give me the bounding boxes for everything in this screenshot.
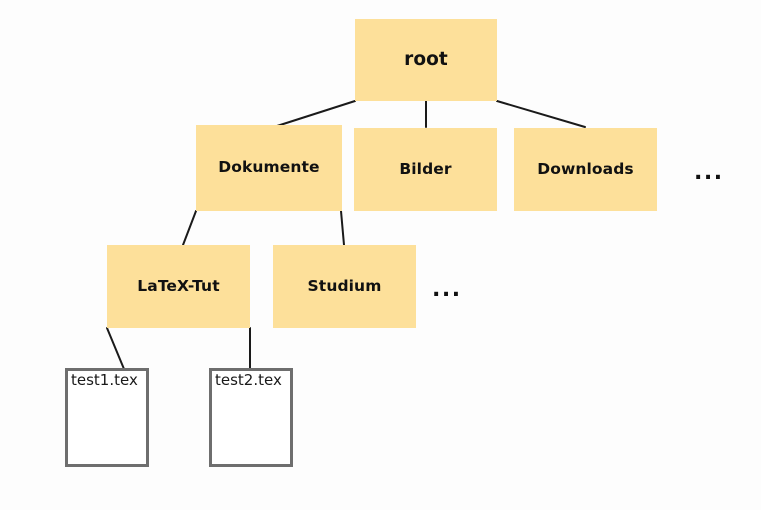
- node-bilder-label: Bilder: [399, 159, 452, 178]
- ellipsis-level3-text: ...: [432, 277, 462, 302]
- edge-dokumente-latex: [182, 210, 197, 246]
- node-test2-tex-label: test2.tex: [215, 371, 282, 389]
- ellipsis-level3: ...: [432, 279, 462, 301]
- node-dokumente-label: Dokumente: [218, 158, 320, 177]
- node-latex-tut[interactable]: LaTeX-Tut: [107, 245, 250, 328]
- node-test2-tex[interactable]: test2.tex: [209, 368, 293, 467]
- node-root-label: root: [404, 48, 448, 70]
- ellipsis-level2-text: ...: [694, 160, 724, 185]
- node-studium[interactable]: Studium: [273, 245, 416, 328]
- node-downloads[interactable]: Downloads: [514, 128, 657, 211]
- node-studium-label: Studium: [307, 276, 382, 295]
- node-test1-tex[interactable]: test1.tex: [65, 368, 149, 467]
- node-latex-tut-label: LaTeX-Tut: [137, 276, 220, 295]
- node-bilder[interactable]: Bilder: [354, 128, 497, 211]
- edge-dokumente-studium: [340, 210, 345, 246]
- edge-latex-test1: [106, 327, 125, 370]
- node-root[interactable]: root: [355, 19, 497, 101]
- edge-root-dokumente: [276, 100, 356, 127]
- edge-root-downloads: [496, 100, 586, 128]
- node-downloads-label: Downloads: [537, 159, 634, 178]
- node-test1-tex-label: test1.tex: [71, 371, 138, 389]
- node-dokumente[interactable]: Dokumente: [196, 125, 342, 211]
- ellipsis-level2: ...: [694, 162, 724, 184]
